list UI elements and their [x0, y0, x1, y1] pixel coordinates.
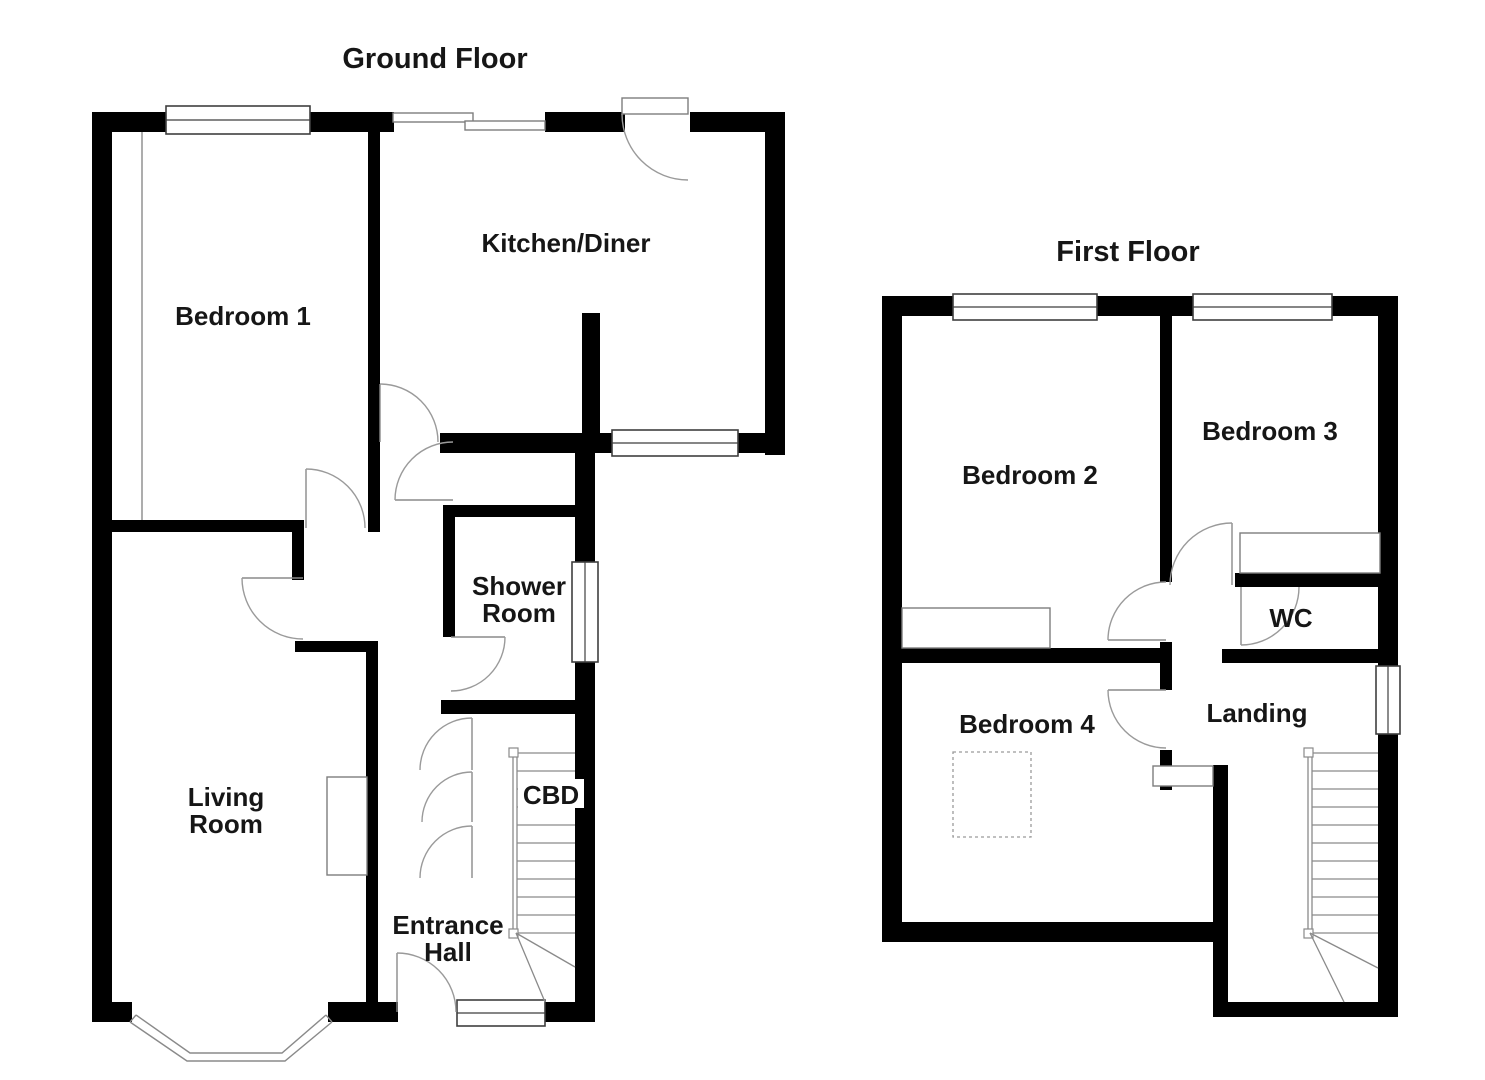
room-label-landing: Landing [1206, 698, 1307, 728]
bedroom2-door [1107, 581, 1167, 641]
room-label-wc: WC [1269, 603, 1313, 633]
room-label-bedroom-1: Bedroom 1 [175, 301, 311, 331]
room-label-kitchen-diner: Kitchen/Diner [481, 228, 650, 258]
shower-room-window [571, 561, 599, 663]
bedroom1-door [305, 468, 366, 529]
wall-segment [690, 112, 785, 132]
bedroom1-window [165, 105, 311, 135]
wc-door [1240, 586, 1300, 646]
ground-floor-plan: Ground Floor Bedroom 1 Kitchen/Diner Sho… [92, 43, 785, 1062]
room-label-bedroom-4: Bedroom 4 [959, 709, 1095, 739]
wall-segment [328, 1002, 398, 1022]
shower-room-door [450, 636, 506, 692]
first-floor-plan: First Floor Bedroom 2 Bedroom 3 WC Landi… [882, 236, 1401, 1017]
wall-segment [1222, 649, 1398, 663]
understairs-cupboard-doors [419, 717, 473, 879]
top-opening-lines [392, 112, 546, 131]
bedroom3-window [1192, 293, 1333, 321]
bedroom4-hatch-outline [952, 751, 1032, 838]
wall-segment [882, 296, 902, 942]
wall-segment [545, 112, 625, 132]
wall-segment [575, 433, 595, 1022]
wall-segment [440, 433, 615, 453]
bedroom3-door [1169, 522, 1233, 586]
wall-segment [295, 641, 368, 652]
bedroom2-wardrobe [901, 607, 1051, 649]
kitchen-hall-door [379, 383, 439, 443]
wall-segment [368, 132, 380, 532]
room-label-bedroom-2: Bedroom 2 [962, 460, 1098, 490]
opening-line [464, 120, 546, 131]
wall-segment [443, 505, 595, 517]
entrance-hall-window [456, 999, 546, 1027]
wall-segment [765, 112, 785, 455]
wall-segment [292, 532, 304, 580]
wall-segment [308, 112, 394, 132]
wall-segment [441, 700, 595, 714]
wall-segment [1160, 316, 1172, 582]
first-floor-stairs [1303, 747, 1379, 1003]
kitchen-window [611, 429, 739, 457]
cbd-label-backing [518, 779, 584, 808]
wall-segment [543, 1002, 595, 1022]
ground-floor-title: Ground Floor [342, 43, 527, 75]
wall-segment [1095, 296, 1195, 316]
room-label-bedroom-3: Bedroom 3 [1202, 416, 1338, 446]
wall-segment [92, 520, 304, 532]
front-door [396, 952, 457, 1013]
room-label-cbd: CBD [523, 780, 579, 810]
bay-window [129, 1014, 333, 1062]
wall-segment [1235, 573, 1398, 587]
room-label-shower-line1: Shower [472, 571, 566, 601]
wall-segment [443, 505, 455, 637]
opening-line [392, 112, 474, 123]
ground-floor-stairs [508, 747, 584, 1003]
room-label-shower-line2: Room [482, 598, 556, 628]
wall-segment [1213, 1002, 1398, 1017]
living-room-door [241, 577, 304, 640]
room-label-living-line1: Living [188, 782, 265, 812]
hall-inner-door [394, 441, 454, 501]
wall-segment [738, 433, 785, 453]
bedroom2-window [952, 293, 1098, 321]
wall-segment [92, 1002, 132, 1022]
room-label-living-line2: Room [189, 809, 263, 839]
wall-segment [892, 648, 1172, 663]
ground-floor-walls [92, 112, 785, 1022]
wall-segment [582, 313, 600, 439]
wall-segment [882, 922, 1228, 942]
bedroom4-door [1107, 689, 1167, 749]
kitchen-external-door [621, 97, 689, 181]
first-floor-walls [882, 296, 1398, 1017]
landing-bulkhead [1152, 765, 1214, 787]
first-floor-title: First Floor [1056, 236, 1199, 268]
room-label-entrance-line1: Entrance [392, 910, 503, 940]
room-label-entrance-line2: Hall [424, 937, 472, 967]
wall-segment [1213, 765, 1228, 1002]
bedroom3-closet [1239, 532, 1381, 574]
wall-segment [366, 641, 378, 1002]
wall-segment [92, 112, 112, 1022]
landing-window [1375, 665, 1401, 735]
living-room-chimney-breast [326, 776, 368, 876]
